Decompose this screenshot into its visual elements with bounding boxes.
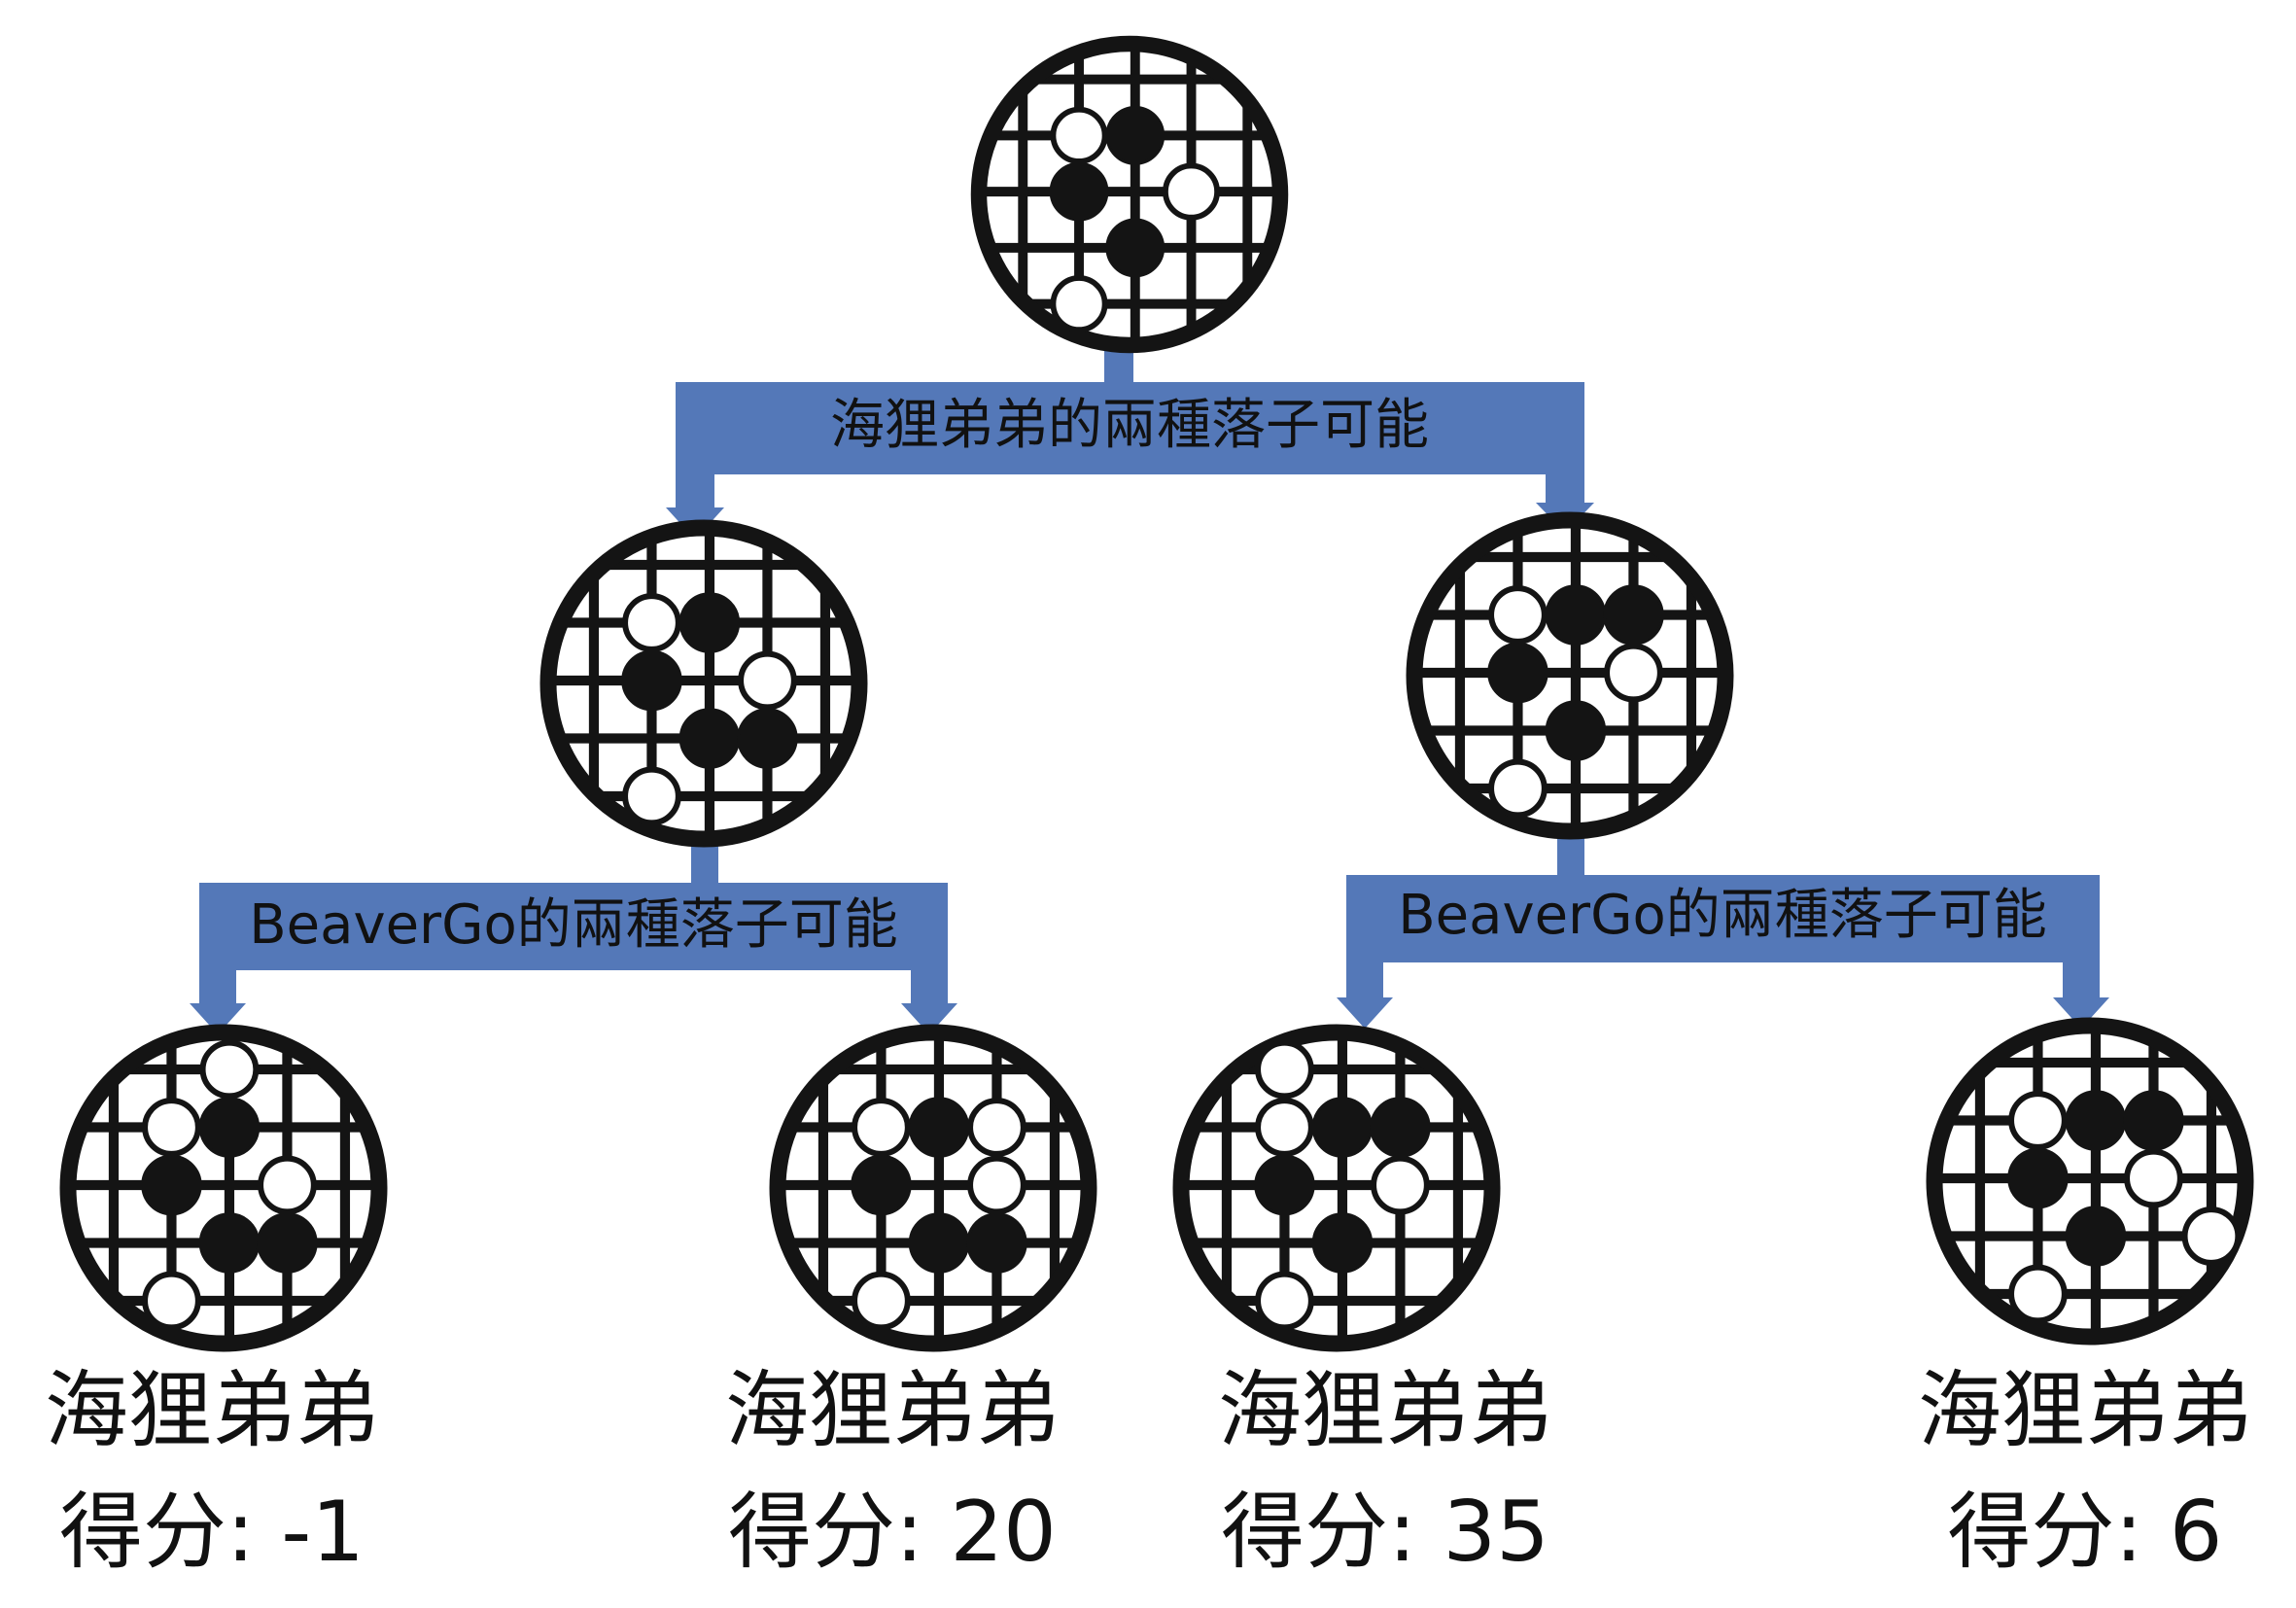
board-leaf-3 (1172, 1024, 1501, 1352)
black-stone (257, 1212, 318, 1274)
leaf-label-1: 海狸弟弟 得分: -1 (45, 1362, 379, 1581)
level2-left-left-arrow (190, 1003, 246, 1034)
white-stone (142, 1271, 201, 1331)
level2-right-left-arrow (1337, 997, 1393, 1029)
board-leaf-1 (59, 1024, 388, 1352)
leaf-label-3: 海狸弟弟 得分: 35 (1218, 1362, 1552, 1581)
level2-left-banner (199, 883, 948, 970)
leaf-3-name: 海狸弟弟 (1218, 1362, 1552, 1459)
black-stone (678, 708, 741, 769)
level1-banner (676, 382, 1584, 474)
black-stone (908, 1097, 970, 1158)
level2-left-right-drop (911, 962, 948, 1011)
black-stone (851, 1154, 912, 1216)
board-rim (1172, 1024, 1501, 1352)
white-stone (622, 766, 681, 826)
black-stone (1254, 1154, 1315, 1216)
white-stone (199, 1039, 260, 1100)
white-stone (2008, 1091, 2068, 1150)
level2-right-connector: BeaverGo的兩種落子可能 (1337, 838, 2109, 1029)
level1-connector: 海狸弟弟的兩種落子可能 (666, 345, 1594, 540)
white-stone (1050, 275, 1108, 333)
leaf-label-2: 海狸弟弟 得分: 20 (725, 1362, 1060, 1581)
board-level1-right (1406, 511, 1734, 840)
level2-right-left-drop (1346, 955, 1383, 1005)
white-stone (1255, 1098, 1314, 1157)
black-stone (1105, 218, 1165, 278)
board-rim (1926, 1017, 2254, 1346)
white-stone (1604, 643, 1663, 703)
white-stone (967, 1098, 1026, 1157)
leaf-2-score: 得分: 20 (728, 1484, 1057, 1581)
black-stone (621, 649, 682, 712)
level2-right-banner-label: BeaverGo的兩種落子可能 (1398, 884, 2046, 947)
level2-right-banner (1346, 875, 2100, 962)
black-stone (908, 1212, 970, 1274)
white-stone (852, 1098, 911, 1157)
board-rim (970, 35, 1289, 354)
white-stone (852, 1271, 911, 1331)
level2-left-left-drop (199, 962, 236, 1011)
level2-right-right-drop (2063, 955, 2100, 1005)
white-stone (2124, 1148, 2183, 1208)
black-stone (966, 1212, 1027, 1274)
leaf-1-name: 海狸弟弟 (45, 1362, 379, 1459)
black-stone (1487, 642, 1548, 704)
black-stone (2065, 1090, 2127, 1151)
white-stone (2181, 1206, 2242, 1266)
board-level1-left (539, 519, 868, 848)
white-stone (622, 593, 681, 652)
level1-banner-label: 海狸弟弟的兩種落子可能 (830, 394, 1429, 457)
black-stone (2007, 1147, 2069, 1209)
black-stone (141, 1154, 202, 1216)
white-stone (1371, 1155, 1430, 1215)
black-stone (1603, 584, 1664, 646)
level2-left-banner-label: BeaverGo的兩種落子可能 (249, 893, 897, 957)
white-stone (1255, 1039, 1314, 1100)
white-stone (1488, 585, 1548, 645)
board-rim (769, 1024, 1097, 1352)
white-stone (142, 1098, 201, 1157)
leaf-4-name: 海狸弟弟 (1918, 1362, 2252, 1459)
black-stone (678, 592, 741, 653)
leaf-1-score: 得分: -1 (59, 1484, 365, 1581)
white-stone (1255, 1271, 1314, 1331)
board-leaf-2 (769, 1024, 1097, 1352)
leaf-label-4: 海狸弟弟 得分: 6 (1918, 1362, 2252, 1581)
black-stone (1545, 584, 1607, 646)
white-stone (1050, 106, 1108, 164)
white-stone (258, 1155, 317, 1215)
level2-left-right-arrow (901, 1003, 957, 1034)
white-stone (1488, 758, 1548, 819)
black-stone (198, 1212, 261, 1274)
board-rim (539, 519, 868, 848)
black-stone (1311, 1097, 1374, 1158)
level1-left-drop (676, 467, 714, 515)
black-stone (1370, 1097, 1431, 1158)
black-stone (1049, 161, 1109, 222)
board-rim (59, 1024, 388, 1352)
leaf-3-score: 得分: 35 (1221, 1484, 1549, 1581)
black-stone (2123, 1090, 2184, 1151)
board-leaf-4 (1926, 1017, 2254, 1346)
black-stone (2065, 1206, 2127, 1267)
white-stone (2008, 1264, 2068, 1324)
level2-right-right-arrow (2053, 997, 2109, 1029)
board-root (970, 35, 1289, 354)
black-stone (1105, 105, 1165, 165)
black-stone (198, 1097, 261, 1158)
leaf-4-score: 得分: 6 (1947, 1484, 2222, 1581)
white-stone (1163, 162, 1220, 221)
level2-left-connector: BeaverGo的兩種落子可能 (190, 846, 957, 1034)
black-stone (737, 708, 798, 769)
leaf-2-name: 海狸弟弟 (725, 1362, 1060, 1459)
black-stone (1545, 700, 1607, 761)
white-stone (967, 1155, 1026, 1215)
black-stone (1311, 1212, 1374, 1274)
white-stone (738, 650, 797, 711)
board-rim (1406, 511, 1734, 840)
